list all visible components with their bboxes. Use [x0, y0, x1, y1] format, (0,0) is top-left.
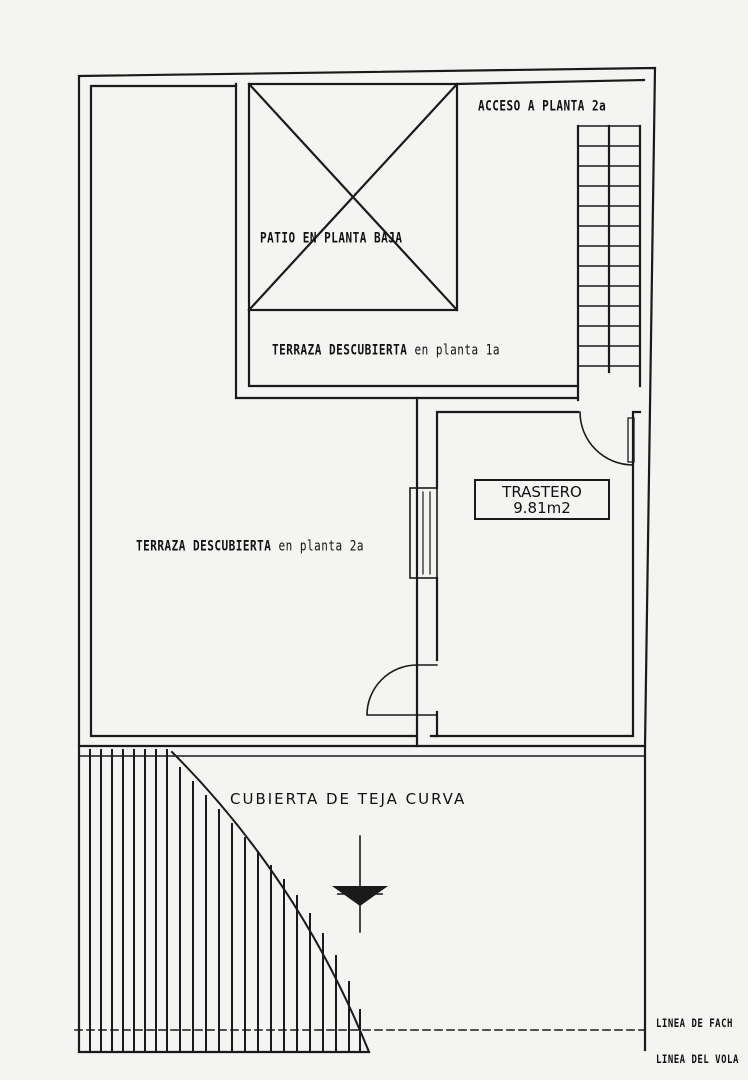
- terrace-1a-outer: [234, 82, 580, 400]
- storage-wall-inner: [435, 410, 580, 738]
- roof-tile-hatch: [89, 749, 361, 1053]
- patio-shaft: [247, 82, 459, 312]
- label-terraza-1a-main: TERRAZA DESCUBIERTA: [272, 342, 408, 359]
- roof-outline: [77, 744, 647, 1054]
- storage-room-name: TRASTERO: [502, 483, 582, 501]
- label-patio: PATIO EN PLANTA BAJA: [260, 230, 403, 247]
- label-terraza-2a-main: TERRAZA DESCUBIERTA: [136, 538, 272, 555]
- door-swing-stair: [579, 411, 634, 466]
- label-terraza-2a-suffix: en planta 2a: [278, 538, 364, 555]
- roof-diagonal-edge: [170, 750, 371, 1054]
- label-linea-vuelo: LINEA DEL VOLA: [656, 1054, 739, 1067]
- outer-wall-outer: [77, 66, 657, 748]
- label-cubierta: CUBIERTA DE TEJA CURVA: [230, 790, 467, 808]
- label-terraza-planta-2a: TERRAZA DESCUBIERTA en planta 2a: [136, 538, 364, 554]
- label-terraza-1a-suffix: en planta 1a: [414, 342, 500, 359]
- label-terraza-planta-1a: TERRAZA DESCUBIERTA en planta 1a: [272, 342, 500, 358]
- label-linea-fachada: LINEA DE FACH: [656, 1018, 733, 1031]
- storage-room-label-box: TRASTERO 9.81m2: [474, 479, 610, 520]
- outer-wall-inner: [89, 78, 646, 738]
- slope-arrow-head: [332, 886, 388, 906]
- storage-room-area: 9.81m2: [513, 499, 571, 517]
- terrace-1a-inner: [247, 308, 580, 388]
- stair-outline: [576, 124, 642, 402]
- stair-steps: [577, 125, 641, 367]
- window-a: [409, 487, 438, 579]
- patio-cross-b: [247, 82, 459, 312]
- label-acceso-planta-2a: ACCESO A PLANTA 2a: [478, 98, 607, 115]
- door-swing-storage: [366, 664, 418, 716]
